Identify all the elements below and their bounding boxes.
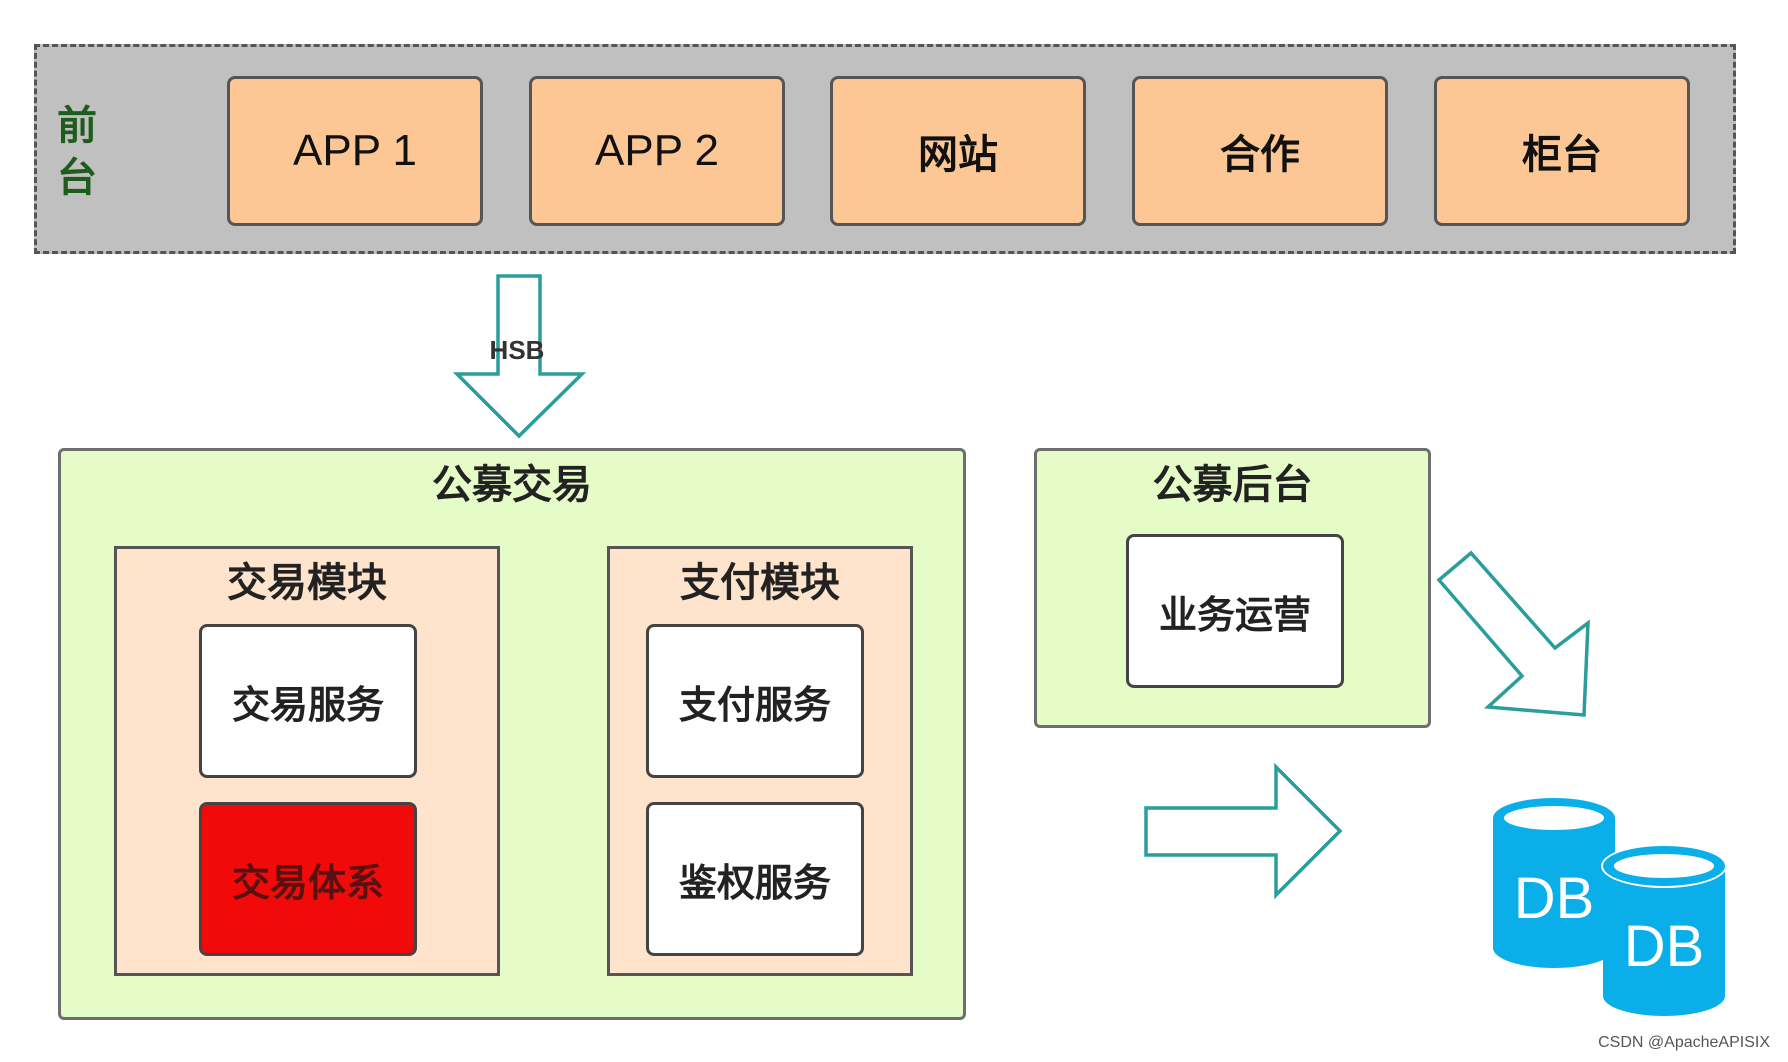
- frontend-app2[interactable]: APP 2: [529, 76, 785, 226]
- payment-module-title: 支付模块: [680, 560, 840, 606]
- backend-to-db-arrow: [1436, 550, 1590, 717]
- database-icon: DB: [1601, 844, 1727, 1016]
- trading-to-db-arrow: [1144, 762, 1343, 900]
- auth-service-box[interactable]: 鉴权服务: [646, 802, 864, 956]
- trade-system-box[interactable]: 交易体系: [199, 802, 417, 956]
- business-operation-box[interactable]: 业务运营: [1126, 534, 1344, 688]
- trading-title: 公募交易: [432, 462, 592, 508]
- trade-service-box[interactable]: 交易服务: [199, 624, 417, 778]
- watermark: CSDN @ApacheAPISIX: [1598, 1034, 1770, 1051]
- frontend-app1[interactable]: APP 1: [227, 76, 483, 226]
- db-label-1: DB: [1514, 866, 1595, 931]
- hsb-label: HSB: [490, 335, 545, 365]
- trade-module-title: 交易模块: [227, 560, 387, 606]
- payment-service-box[interactable]: 支付服务: [646, 624, 864, 778]
- hsb-down-arrow: [452, 274, 587, 439]
- database-icon: DB: [1493, 798, 1615, 968]
- frontend-partner[interactable]: 合作: [1132, 76, 1388, 226]
- backend-title: 公募后台: [1152, 462, 1313, 508]
- frontend-label: 前台: [57, 103, 97, 201]
- frontend-website[interactable]: 网站: [830, 76, 1086, 226]
- frontend-counter[interactable]: 柜台: [1434, 76, 1690, 226]
- db-label-2: DB: [1624, 914, 1705, 979]
